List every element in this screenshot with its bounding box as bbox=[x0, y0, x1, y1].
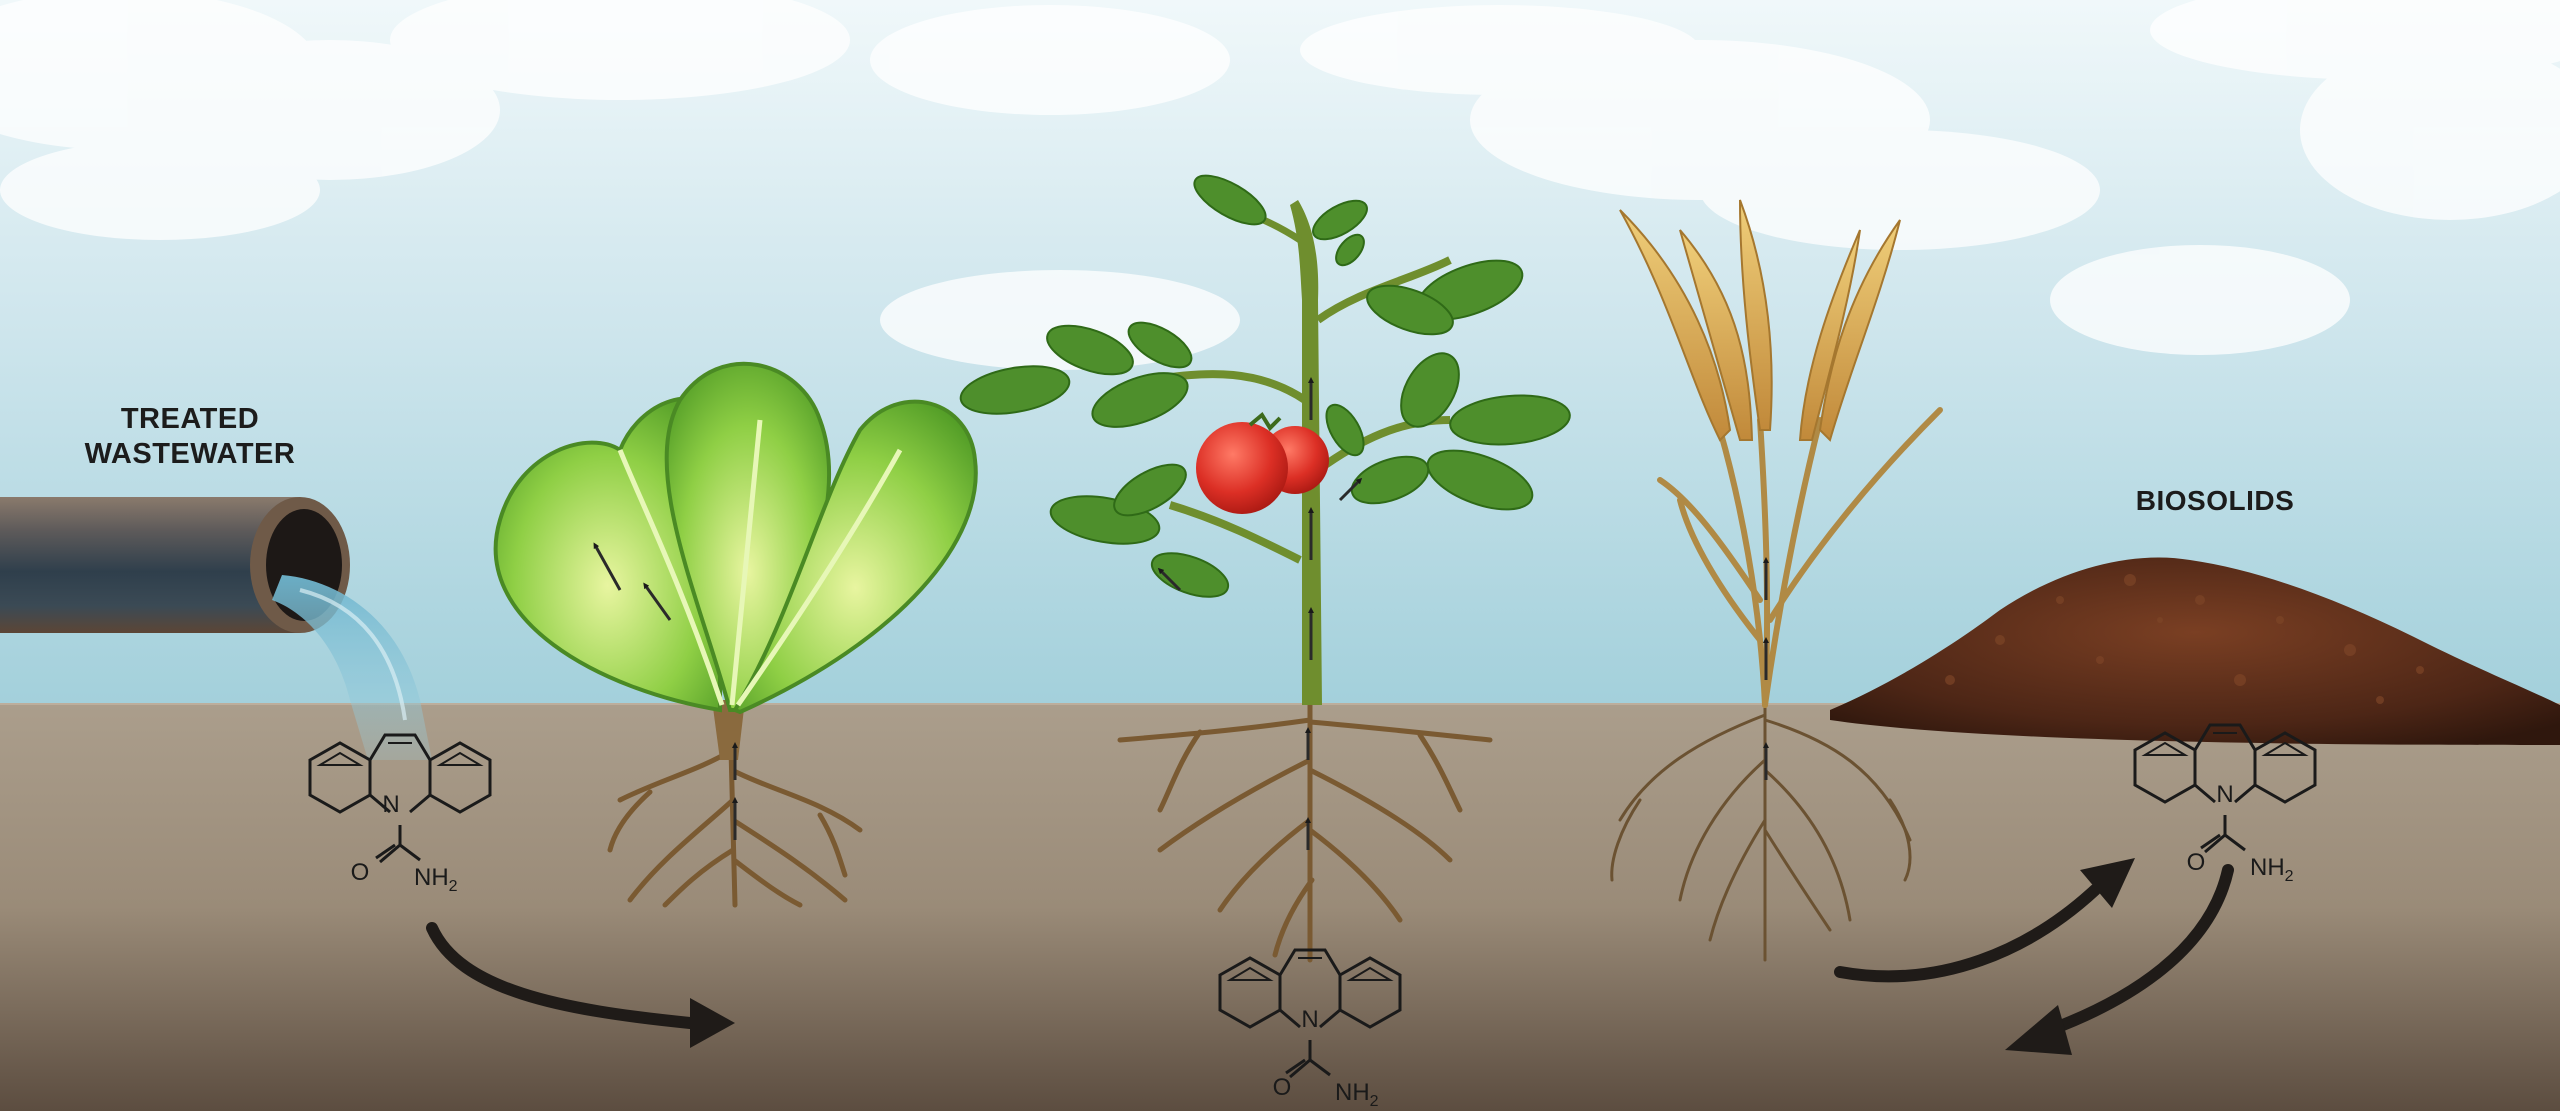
biosolids-label: BIOSOLIDS bbox=[2090, 484, 2340, 518]
tomato-fruit bbox=[1196, 422, 1288, 514]
soil bbox=[0, 703, 2560, 1111]
atom-o: O bbox=[1273, 1074, 1292, 1101]
atom-n: N bbox=[2216, 781, 2233, 808]
atom-o: O bbox=[2187, 849, 2206, 876]
treated-label-line1: TREATED bbox=[60, 402, 320, 437]
treated-wastewater-label: TREATED WASTEWATER bbox=[60, 402, 320, 472]
treated-label-line2: WASTEWATER bbox=[60, 437, 320, 472]
atom-n: N bbox=[382, 791, 399, 818]
atom-o: O bbox=[351, 859, 370, 886]
atom-n: N bbox=[1301, 1006, 1318, 1033]
